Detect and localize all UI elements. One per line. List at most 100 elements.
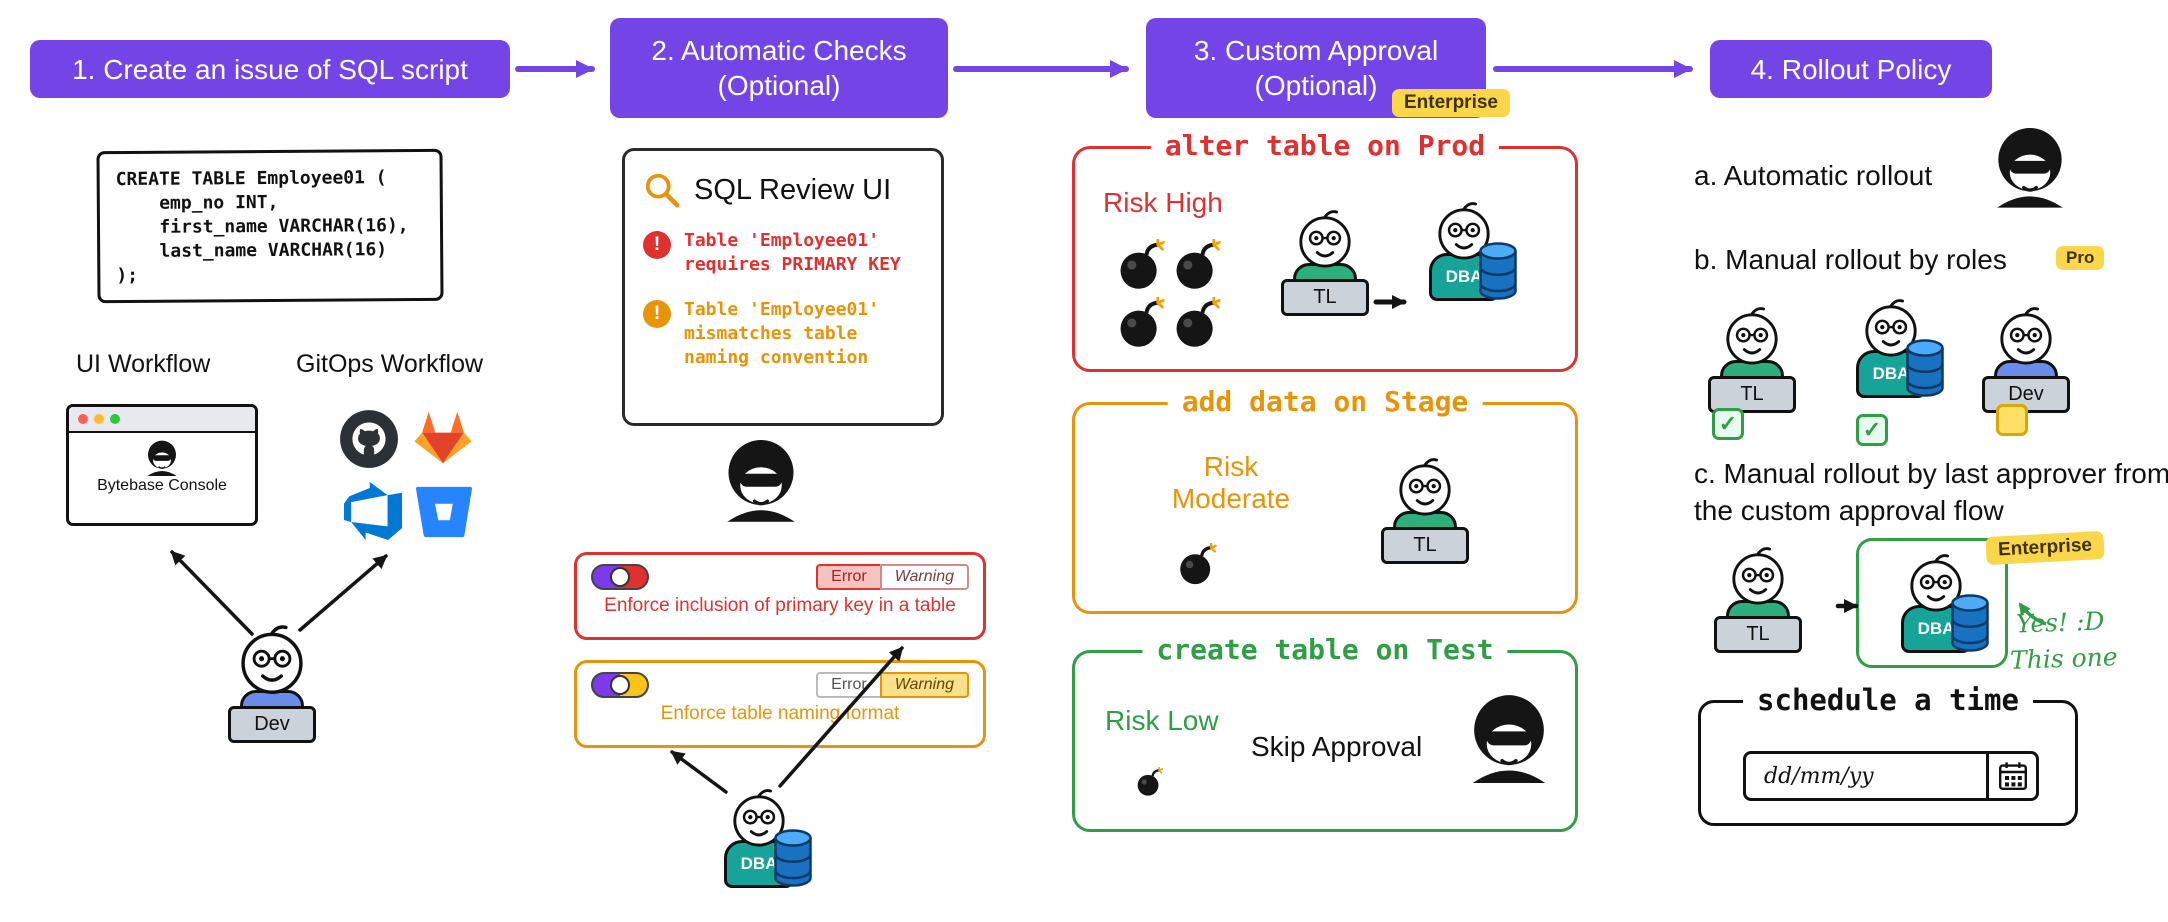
dev-face-icon xyxy=(1997,306,2055,368)
warning-icon: ! xyxy=(643,299,671,328)
bomb-icon xyxy=(1179,543,1217,586)
sql-review-title: SQL Review UI xyxy=(694,174,892,206)
close-dot-icon[interactable] xyxy=(78,414,88,424)
rule-table-naming: Error Warning Enforce table naming forma… xyxy=(574,660,986,748)
prod-approval-box: alter table on Prod Risk High TL DBA xyxy=(1072,129,1578,372)
pending-check-icon xyxy=(1996,404,2028,436)
tl-label: TL xyxy=(1746,623,1770,645)
dba-label: DBA xyxy=(1872,364,1910,383)
ui-workflow-label: UI Workflow xyxy=(76,350,211,378)
tl-laptop: TL xyxy=(1708,376,1796,413)
dba-approver-person: DBA xyxy=(1877,553,1995,653)
calendar-button[interactable] xyxy=(1986,754,2036,798)
bomb-icon xyxy=(1137,767,1163,797)
skip-approval-label: Skip Approval xyxy=(1251,731,1423,762)
code-line: CREATE TABLE Employee01 ( xyxy=(115,167,387,191)
browser-titlebar xyxy=(69,407,255,433)
database-icon xyxy=(770,828,816,888)
step3-header: 3. Custom Approval (Optional) xyxy=(1146,18,1486,118)
toggle-knob-icon xyxy=(610,567,630,587)
minimize-dot-icon[interactable] xyxy=(94,414,104,424)
approval-note: This one xyxy=(2009,642,2118,675)
dba-label: DBA xyxy=(1445,267,1483,286)
bomb-icon xyxy=(1119,239,1165,291)
dba-approver-person: DBA xyxy=(1405,201,1523,301)
tl-label: TL xyxy=(1740,383,1764,405)
risk-bombs xyxy=(1119,239,1225,349)
date-value[interactable]: dd/mm/yy xyxy=(1764,763,1874,789)
enterprise-badge: Enterprise xyxy=(1985,530,2105,566)
tl-label: TL xyxy=(1413,534,1437,556)
code-line: last_name VARCHAR(16) xyxy=(116,238,388,262)
last-approver-box: DBA xyxy=(1856,538,2008,668)
rule-toggle[interactable] xyxy=(591,564,649,590)
database-icon xyxy=(1475,241,1521,301)
bytebase-console-window: Bytebase Console xyxy=(66,404,258,526)
rollout-c-label: c. Manual rollout by last approver from … xyxy=(1694,458,2168,526)
gitops-workflow-label: GitOps Workflow xyxy=(296,350,484,378)
code-line: ); xyxy=(116,264,139,286)
dev-to-gitops-arrow xyxy=(298,554,388,632)
prod-risk-label: Risk High xyxy=(1103,187,1223,218)
dev-person: Dev xyxy=(212,624,332,743)
rollout-b-label: b. Manual rollout by roles xyxy=(1694,244,2007,275)
stage-box-title: add data on Stage xyxy=(1167,385,1483,418)
calendar-icon xyxy=(1997,760,2029,792)
error-message: Table 'Employee01' requires PRIMARY KEY xyxy=(684,230,901,276)
test-box-title: create table on Test xyxy=(1142,633,1508,666)
step1-header: 1. Create an issue of SQL script xyxy=(30,40,510,98)
error-icon: ! xyxy=(643,231,671,259)
error-level-button[interactable]: Error xyxy=(816,672,882,698)
tl-face-icon xyxy=(1296,209,1354,271)
tl-person: TL xyxy=(1365,457,1485,564)
rule-description: Enforce inclusion of primary key in a ta… xyxy=(604,595,956,616)
tl-laptop: TL xyxy=(1281,279,1369,316)
tl-person: TL xyxy=(1265,209,1385,316)
schedule-box: schedule a time dd/mm/yy xyxy=(1698,683,2078,826)
code-line: first_name VARCHAR(16), xyxy=(115,214,409,238)
date-input[interactable]: dd/mm/yy xyxy=(1743,751,2039,801)
error-level-button[interactable]: Error xyxy=(816,564,882,590)
tl-person: TL xyxy=(1692,306,1812,413)
test-approval-box: create table on Test Risk Low Skip Appro… xyxy=(1072,633,1578,832)
dev-face-icon xyxy=(237,624,307,698)
dev-label: Dev xyxy=(2008,383,2044,405)
tl-face-icon xyxy=(1723,306,1781,368)
tl-face-icon xyxy=(1729,546,1787,608)
prod-box-title: alter table on Prod xyxy=(1150,129,1500,162)
dev-to-console-arrow xyxy=(170,550,254,636)
gitlab-icon xyxy=(410,406,476,468)
sql-review-panel: SQL Review UI ! Table 'Employee01' requi… xyxy=(622,148,944,426)
step4-header: 4. Rollout Policy xyxy=(1710,40,1992,98)
tl-laptop: TL xyxy=(1381,527,1469,564)
console-name: Bytebase Console xyxy=(97,477,227,494)
stage-approval-box: add data on Stage Risk Moderate TL xyxy=(1072,385,1578,614)
bytebase-bot-icon xyxy=(1992,124,2068,208)
dba-person: DBA xyxy=(1832,298,1950,398)
warning-level-button[interactable]: Warning xyxy=(879,564,969,590)
bytebase-bot-icon xyxy=(722,436,800,522)
database-icon xyxy=(1902,338,1948,398)
tl-label: TL xyxy=(1313,286,1337,308)
schedule-title: schedule a time xyxy=(1743,683,2033,717)
bytebase-logo-icon xyxy=(145,439,179,476)
search-icon xyxy=(643,171,681,209)
code-line: emp_no INT, xyxy=(115,191,279,215)
test-risk-label: Risk Low xyxy=(1105,705,1219,736)
maximize-dot-icon[interactable] xyxy=(110,414,120,424)
tl-person: TL xyxy=(1698,546,1818,653)
toggle-knob-icon xyxy=(610,675,630,695)
warning-level-button[interactable]: Warning xyxy=(879,672,969,698)
rule-description: Enforce table naming format xyxy=(660,703,900,724)
pro-badge: Pro xyxy=(2056,246,2105,270)
dba-label: DBA xyxy=(1917,619,1955,638)
azure-devops-icon xyxy=(344,482,402,540)
github-icon xyxy=(338,408,400,470)
rule-toggle[interactable] xyxy=(591,672,649,698)
bomb-icon xyxy=(1119,297,1165,349)
tl-face-icon xyxy=(1396,457,1454,519)
enterprise-badge: Enterprise xyxy=(1392,89,1510,117)
bomb-icon xyxy=(1175,239,1221,291)
dba-person: DBA xyxy=(700,788,818,888)
